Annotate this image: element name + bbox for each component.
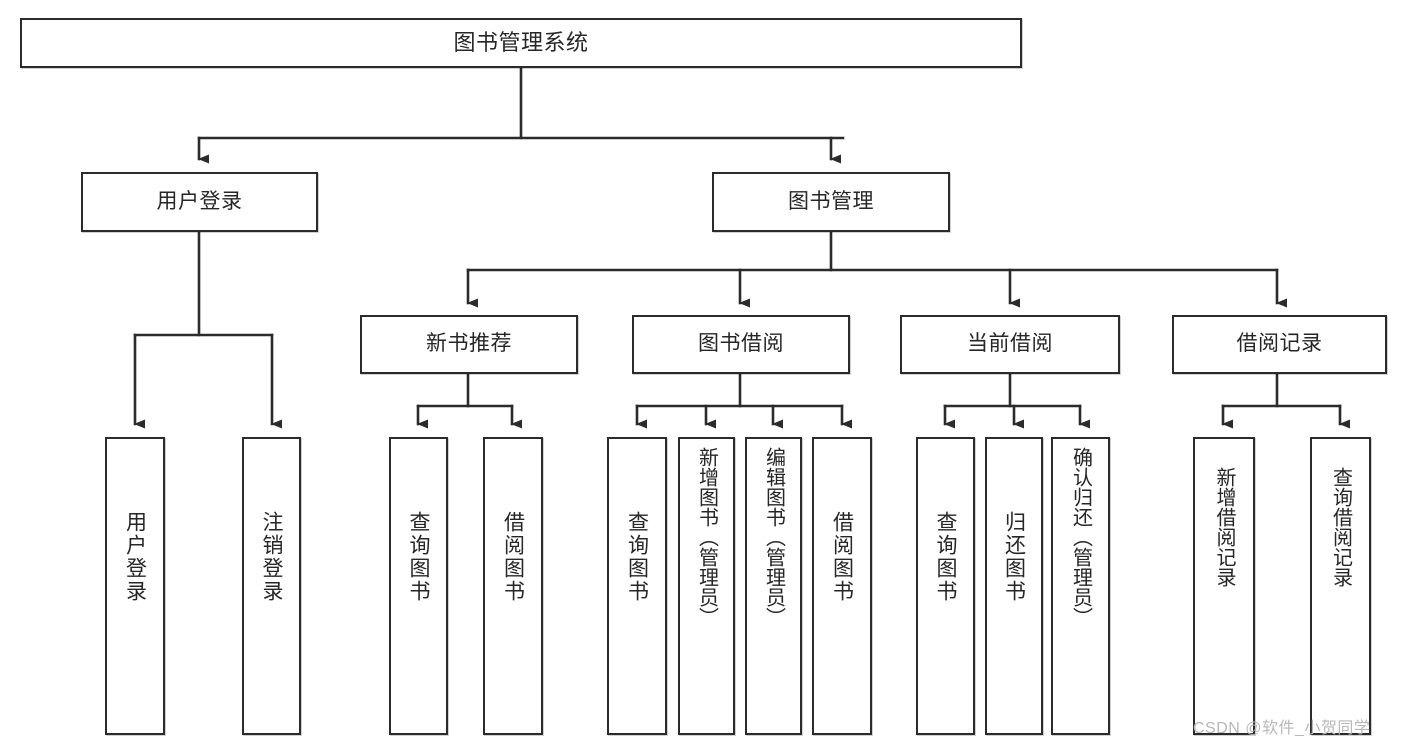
node-label: 当前借阅: [967, 332, 1053, 356]
node-label: 新增图书（管理员）: [695, 447, 718, 627]
leaf-add-borrow-record[interactable]: 新增借阅记录: [1193, 437, 1255, 735]
node-label: 用户登录: [123, 511, 147, 603]
node-label: 查询图书: [625, 511, 649, 603]
leaf-borrow-book-borrow[interactable]: 借阅图书: [812, 437, 872, 735]
node-label: 编辑图书（管理员）: [762, 447, 785, 627]
node-label: 用户登录: [156, 189, 243, 213]
node-book-management[interactable]: 图书管理: [712, 172, 950, 232]
leaf-query-borrow-record[interactable]: 查询借阅记录: [1310, 437, 1371, 735]
leaf-query-book-new-recommend[interactable]: 查询图书: [389, 437, 448, 735]
node-label: 借阅记录: [1236, 332, 1323, 356]
leaf-query-book-current-borrow[interactable]: 查询图书: [916, 437, 975, 735]
node-label: 图书管理: [788, 189, 874, 213]
csdn-watermark: CSDN @软件_小贺同学: [1193, 720, 1371, 737]
leaf-logout-login[interactable]: 注销登录: [242, 437, 301, 735]
leaf-return-book[interactable]: 归还图书: [985, 437, 1043, 735]
node-label: 查询图书: [934, 511, 957, 603]
node-label: 确认归还（管理员）: [1069, 447, 1092, 627]
node-user-login[interactable]: 用户登录: [81, 172, 318, 232]
leaf-user-login[interactable]: 用户登录: [105, 437, 165, 735]
node-label: 归还图书: [1002, 511, 1026, 603]
node-label: 查询借阅记录: [1329, 467, 1352, 587]
node-borrow-record[interactable]: 借阅记录: [1172, 315, 1387, 374]
node-label: 图书管理系统: [453, 30, 589, 56]
leaf-add-book-admin[interactable]: 新增图书（管理员）: [678, 437, 735, 735]
node-label: 借阅图书: [501, 511, 525, 603]
node-current-borrow[interactable]: 当前借阅: [900, 315, 1120, 374]
leaf-edit-book-admin[interactable]: 编辑图书（管理员）: [745, 437, 802, 735]
leaf-query-book-borrow[interactable]: 查询图书: [607, 437, 667, 735]
node-label: 图书借阅: [698, 332, 784, 356]
node-label: 新增借阅记录: [1213, 467, 1235, 587]
node-label: 注销登录: [260, 511, 283, 603]
node-book-borrow[interactable]: 图书借阅: [632, 315, 850, 374]
node-label: 借阅图书: [830, 511, 854, 603]
leaf-confirm-return-admin[interactable]: 确认归还（管理员）: [1051, 437, 1110, 735]
node-label: 新书推荐: [426, 332, 512, 356]
leaf-borrow-book-new-recommend[interactable]: 借阅图书: [483, 437, 543, 735]
node-root-book-management-system[interactable]: 图书管理系统: [20, 18, 1022, 68]
node-label: 查询图书: [407, 511, 430, 603]
node-new-book-recommend[interactable]: 新书推荐: [360, 315, 578, 374]
